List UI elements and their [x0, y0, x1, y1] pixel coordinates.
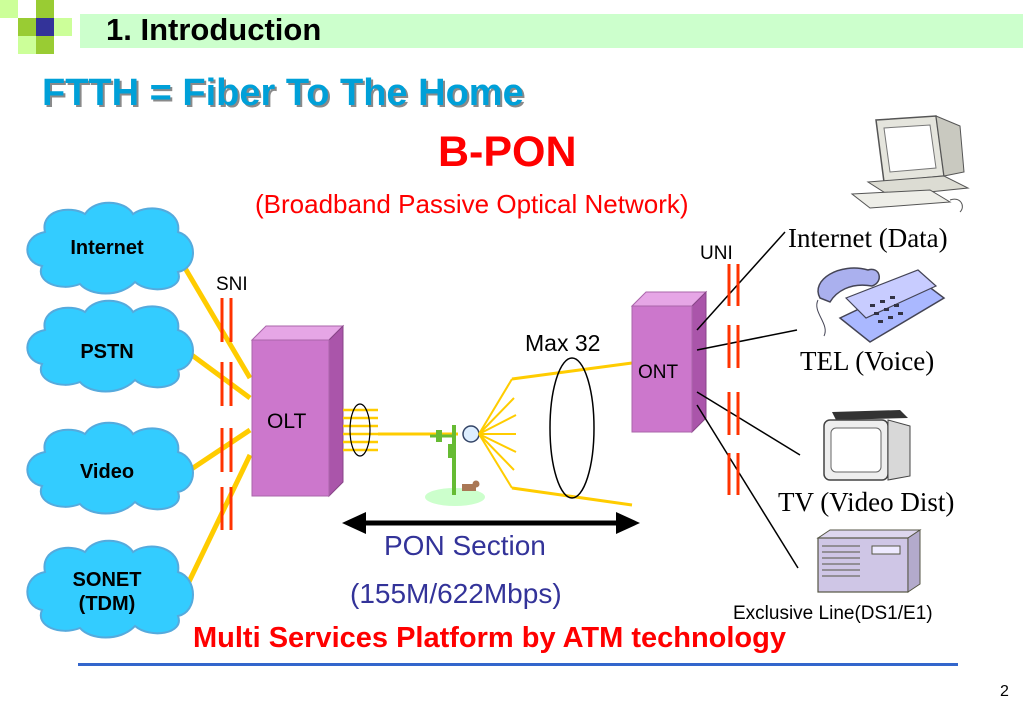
service-tv-label: TV (Video Dist) [778, 487, 955, 517]
pon-section-label: PON Section [384, 530, 546, 561]
link-video-olt [188, 427, 252, 473]
logo-squares-icon [0, 0, 72, 54]
service-tel-label: TEL (Voice) [800, 346, 935, 376]
dog-icon [462, 480, 480, 491]
olt-label: OLT [267, 410, 307, 433]
pon-section-rate: (155M/622Mbps) [350, 578, 562, 609]
cloud-internet [26, 201, 194, 295]
ont-box [630, 290, 708, 434]
computer-icon [850, 115, 970, 213]
tv-icon [823, 410, 911, 481]
network-internet: Internet [70, 237, 144, 259]
header-band [80, 14, 1023, 48]
service-internet-label: Internet (Data) [788, 223, 948, 253]
network-sonet: SONET (TDM) [72, 569, 142, 615]
cloud-pstn [26, 299, 194, 393]
link-sonet-olt [182, 453, 253, 592]
bpon-title: B-PON [438, 128, 577, 176]
server-icon [816, 529, 922, 593]
page-number: 2 [1000, 683, 1009, 700]
uni-label: UNI [700, 243, 733, 264]
max-32-label: Max 32 [525, 330, 601, 356]
network-video: Video [79, 461, 135, 483]
footer-divider [78, 663, 958, 666]
olt-box [250, 324, 345, 498]
network-pstn: PSTN [80, 341, 134, 363]
link-internet-olt [182, 266, 253, 380]
footer-caption: Multi Services Platform by ATM technolog… [193, 622, 786, 654]
cloud-video [26, 421, 194, 515]
link-pstn-olt [183, 347, 252, 401]
section-title: 1. Introduction [106, 12, 322, 47]
telephone-icon [816, 267, 946, 343]
cloud-sonet [26, 539, 194, 639]
bpon-subtitle: (Broadband Passive Optical Network) [255, 189, 689, 219]
sni-label: SNI [216, 274, 248, 295]
service-exclusive-label: Exclusive Line(DS1/E1) [733, 603, 933, 624]
page-title: FTTH = Fiber To The Home [42, 72, 524, 114]
pon-section-arrow [342, 512, 640, 534]
ont-label: ONT [638, 362, 679, 383]
